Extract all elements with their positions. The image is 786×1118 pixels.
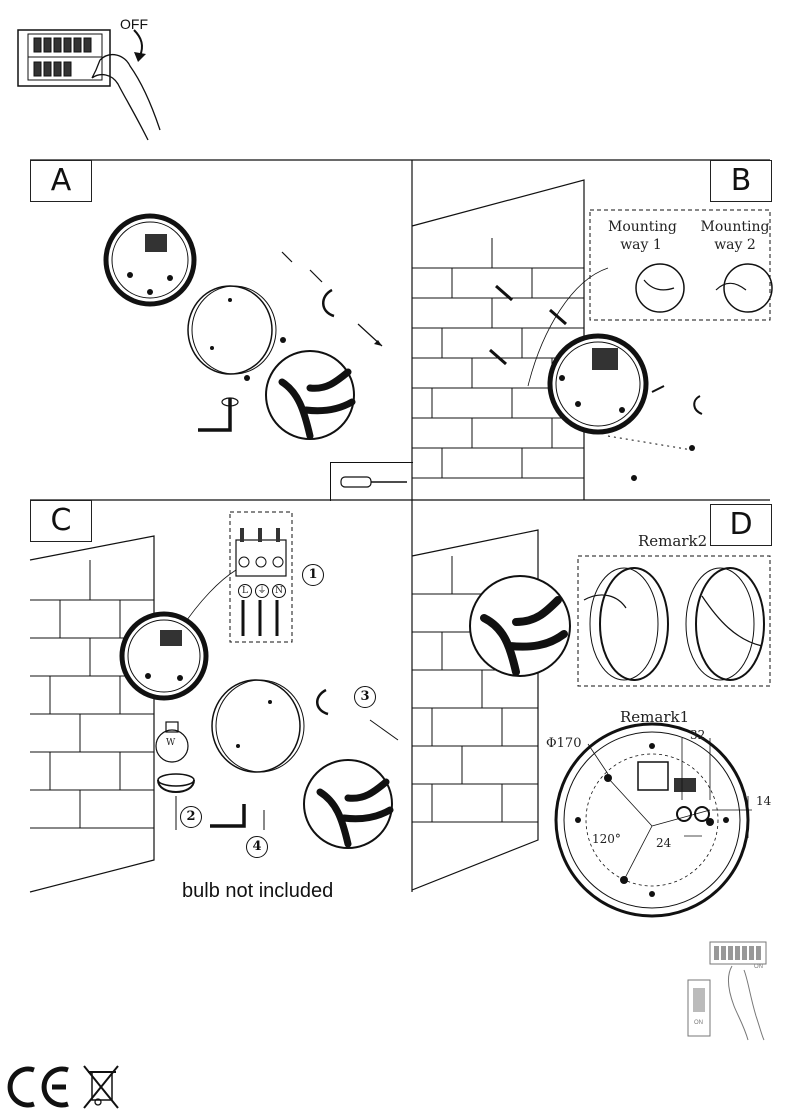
dim-32: 32 [690, 728, 706, 742]
screwdriver-box [330, 462, 413, 501]
dim-14: 14 [756, 794, 772, 808]
panel-a: A [30, 160, 413, 501]
intro-section: OFF [0, 0, 786, 160]
switch-hand-icon [687, 941, 767, 1041]
terminal-label-n: N [272, 584, 286, 598]
bulb-not-included-note: bulb not included [182, 880, 334, 902]
panel-a-illustration [103, 213, 383, 440]
panel-d-letter: D [710, 504, 772, 546]
step-3-badge: 3 [354, 686, 376, 708]
panel-c: C [29, 500, 412, 902]
certification-marks [6, 1062, 126, 1112]
panel-b-illustration [411, 179, 773, 500]
mounting-way-1-label: Mounting way 1 [608, 218, 677, 254]
panel-d-illustration [411, 529, 771, 918]
screwdriver-icon [340, 476, 407, 488]
panel-c-letter: C [30, 500, 92, 542]
mounting-way-2-line2: way 2 [714, 237, 756, 253]
step-1-badge: 1 [302, 564, 324, 586]
dim-angle: 120° [592, 832, 621, 846]
panel-d: D Remark2 Remark1 [411, 500, 772, 918]
remark2-label: Remark2 [638, 532, 708, 550]
switch-on-label-2: ON [694, 1020, 703, 1026]
weee-bin-icon [83, 1065, 119, 1109]
mounting-way-1-line1: Mounting [608, 219, 677, 235]
breaker-hand-illustration [17, 29, 161, 141]
step-4-badge: 4 [246, 836, 268, 858]
panel-b: B [411, 160, 773, 500]
panel-b-letter: B [710, 160, 772, 202]
step-2-badge: 2 [180, 806, 202, 828]
bulb-watt-label: W [166, 738, 176, 748]
mounting-way-1-line2: way 1 [620, 237, 662, 253]
switch-on-label: ON [754, 964, 763, 970]
mounting-way-2-line1: Mounting [700, 219, 770, 235]
panel-c-illustration [29, 511, 399, 893]
dim-24: 24 [656, 836, 672, 850]
panel-a-letter: A [30, 160, 92, 202]
remark1-label: Remark1 [620, 708, 690, 726]
switch-illustration: ON ON [686, 936, 772, 1041]
off-label: OFF [120, 16, 148, 32]
terminal-label-l: L [238, 584, 252, 598]
mounting-way-2-label: Mounting way 2 [700, 218, 770, 254]
ce-mark-icon [7, 1066, 69, 1108]
dim-diameter: Φ170 [546, 736, 582, 751]
terminal-label-earth: ⏚ [255, 584, 269, 598]
